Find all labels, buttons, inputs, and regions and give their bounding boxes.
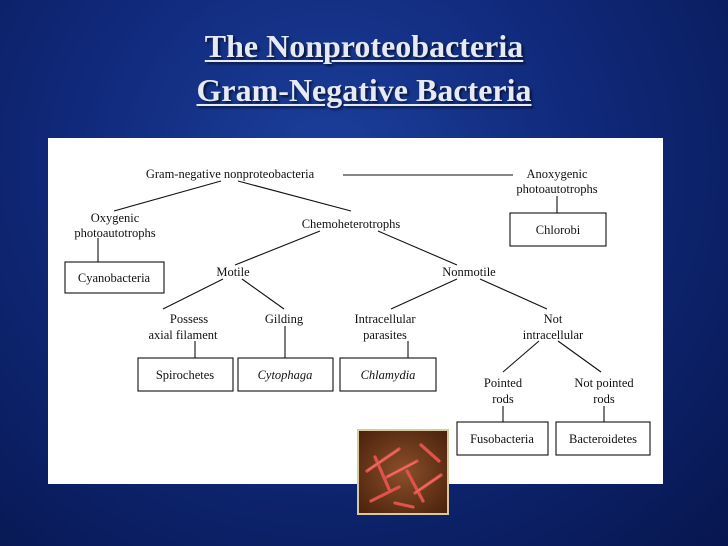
fusobacteria-label: Fusobacteria bbox=[470, 432, 534, 446]
chemoheterotrophs-label: Chemoheterotrophs bbox=[302, 217, 401, 231]
diagram-connectors bbox=[97, 174, 605, 422]
cyanobacteria-box bbox=[64, 261, 165, 294]
micrograph-image bbox=[357, 429, 449, 515]
pointed-label-1: Pointed bbox=[484, 376, 523, 390]
anoxygenic-label-2: photoautotrophs bbox=[516, 182, 597, 196]
not-pointed-label-1: Not pointed bbox=[574, 376, 634, 390]
possess-label-1: Possess bbox=[170, 312, 208, 326]
anoxygenic-label-1: Anoxygenic bbox=[526, 167, 588, 181]
title-line-2: Gram-Negative Bacteria bbox=[196, 72, 532, 108]
gilding-label: Gilding bbox=[265, 312, 304, 326]
not-intracellular-label-2: intracellular bbox=[523, 328, 584, 342]
bacteroidetes-box bbox=[555, 421, 651, 456]
diagram-svg: Gram-negative nonproteobacteria Anoxygen… bbox=[64, 167, 651, 456]
fusobacteria-box bbox=[456, 421, 549, 456]
nonmotile-label: Nonmotile bbox=[442, 265, 496, 279]
bacteroidetes-label: Bacteroidetes bbox=[569, 432, 637, 446]
chlamydia-label: Chlamydia bbox=[361, 368, 416, 382]
root-label: Gram-negative nonproteobacteria bbox=[146, 167, 315, 181]
cytophaga-label: Cytophaga bbox=[258, 368, 313, 382]
rod-bacteria-picture bbox=[359, 431, 447, 513]
not-intracellular-label-1: Not bbox=[544, 312, 563, 326]
spirochetes-label: Spirochetes bbox=[156, 368, 214, 382]
cyanobacteria-label: Cyanobacteria bbox=[78, 271, 151, 285]
intracellular-label-1: Intracellular bbox=[354, 312, 416, 326]
pointed-label-2: rods bbox=[492, 392, 514, 406]
chlorobi-label: Chlorobi bbox=[536, 223, 581, 237]
oxygenic-label-1: Oxygenic bbox=[91, 211, 140, 225]
slide-title: The Nonproteobacteria Gram-Negative Bact… bbox=[0, 24, 728, 112]
intracellular-label-2: parasites bbox=[363, 328, 407, 342]
motile-label: Motile bbox=[216, 265, 250, 279]
classification-diagram: Gram-negative nonproteobacteria Anoxygen… bbox=[48, 138, 663, 484]
oxygenic-label-2: photoautotrophs bbox=[74, 226, 155, 240]
chlorobi-box bbox=[509, 212, 607, 247]
possess-label-2: axial filament bbox=[148, 328, 218, 342]
cytophaga-box bbox=[237, 357, 334, 392]
chlamydia-box bbox=[339, 357, 437, 392]
not-pointed-label-2: rods bbox=[593, 392, 615, 406]
title-line-1: The Nonproteobacteria bbox=[204, 28, 524, 64]
spirochetes-box bbox=[137, 357, 234, 392]
